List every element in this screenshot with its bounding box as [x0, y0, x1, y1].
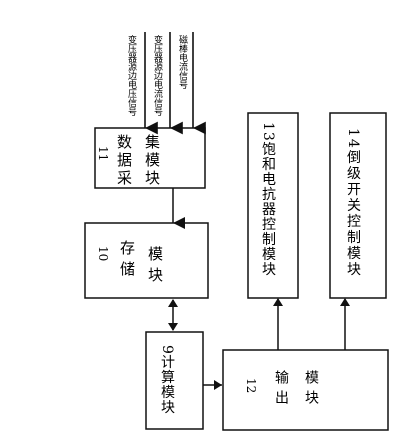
storage-block	[84, 222, 209, 299]
storage-text-1: 存储	[118, 240, 136, 282]
arrow-head-up	[168, 299, 178, 307]
signal-label-current: 变压器源边电流信号	[152, 34, 163, 117]
signal-label-neutral: 磁棒电流信号	[177, 34, 188, 90]
output-block	[222, 349, 389, 431]
storage-number: 10	[96, 246, 110, 261]
data-acquisition-text-2: 集模块	[143, 134, 161, 188]
arrow-head-down	[168, 323, 178, 331]
output-text-2: 模块	[303, 370, 319, 410]
output-number: 12	[244, 378, 258, 393]
saturation-control-label: 13饱和电抗器控制模块	[260, 122, 276, 277]
signal-lines	[144, 32, 206, 135]
tap-switch-control-block	[329, 112, 387, 299]
data-acquisition-text-1: 数据采	[115, 134, 133, 188]
output-text-1: 输出	[273, 370, 289, 410]
storage-text-2: 模块	[146, 246, 164, 288]
calculation-label: 9计算模块	[159, 345, 175, 415]
arrow-head-up-14	[340, 298, 350, 306]
arrow-head-up-13	[273, 298, 283, 306]
signal-label-voltage: 变压器源边电压信号	[126, 34, 137, 117]
tap-switch-control-label: 14倒级开关控制模块	[345, 128, 361, 278]
data-acquisition-block	[94, 127, 206, 189]
calculation-block	[145, 331, 204, 430]
saturation-control-block	[247, 112, 299, 299]
data-acquisition-number: 11	[96, 146, 110, 161]
arrow-head-right	[214, 380, 222, 390]
